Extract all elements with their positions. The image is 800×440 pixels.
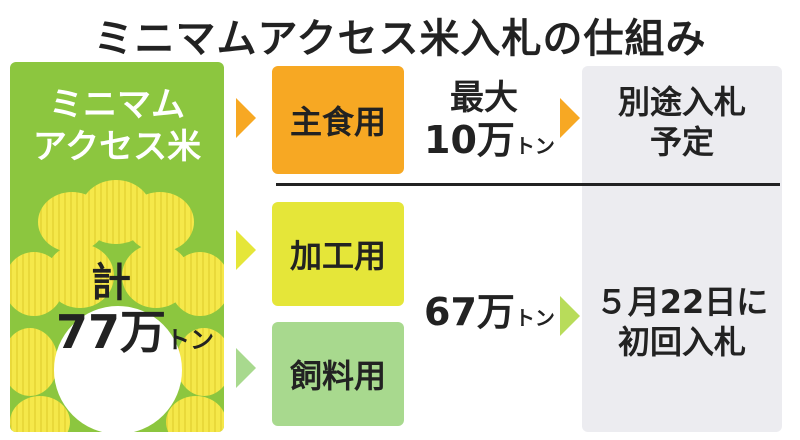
arrow-staple-result-icon [560,98,580,138]
staple-quantity-value: 10万 [424,118,515,162]
rest-quantity-value: 67万 [424,290,515,334]
staple-quantity-line: 10万トン [424,118,555,168]
total-amount: 計 77万トン [56,260,214,370]
diagram-title: ミニマムアクセス米入札の仕組み [93,16,707,62]
rice-bale [176,328,224,396]
rest-result: ５月22日に 初回入札 [582,282,782,362]
rice-bale [166,396,224,432]
processing-use-box: 加工用 [272,202,404,306]
rice-bale [10,328,58,396]
result-column [582,66,782,432]
total-value: 77万 [56,305,167,359]
total-value-line: 77万トン [56,305,214,366]
minimum-access-rice-panel: ミニマム アクセス米 [10,62,224,432]
total-circle [54,306,182,432]
arrow-rest-result-icon [560,296,580,336]
staple-quantity-prefix: 最大 [450,78,518,118]
staple-result-line2: 予定 [649,123,714,161]
arrow-to-feed-icon [236,348,256,388]
staple-result-line1: 別途入札 [617,83,746,121]
total-unit: トン [166,326,215,354]
rice-bale [10,396,70,432]
feed-use-box: 飼料用 [272,322,404,426]
arrow-to-processing-icon [236,230,256,270]
rice-bale [80,180,152,244]
staple-result: 別途入札 予定 [582,82,782,162]
total-label: 計 [91,260,131,306]
rest-result-line2: 初回入札 [617,323,746,361]
source-label-line1: ミニマム [49,85,185,125]
source-label: ミニマム アクセス米 [10,84,224,168]
source-label-line2: アクセス米 [32,127,202,167]
staple-quantity: 最大 10万トン [424,78,555,168]
rice-bale [122,244,190,308]
rest-quantity-unit: トン [514,306,555,330]
rice-bales-illustration [10,180,224,432]
section-divider [276,183,780,186]
staple-use-box: 主食用 [272,66,404,174]
rest-result-line1: ５月22日に [595,283,769,321]
arrow-to-staple-icon [236,98,256,138]
rest-quantity: 67万トン [424,290,555,340]
rice-bale [46,244,114,308]
staple-quantity-unit: トン [514,134,555,158]
